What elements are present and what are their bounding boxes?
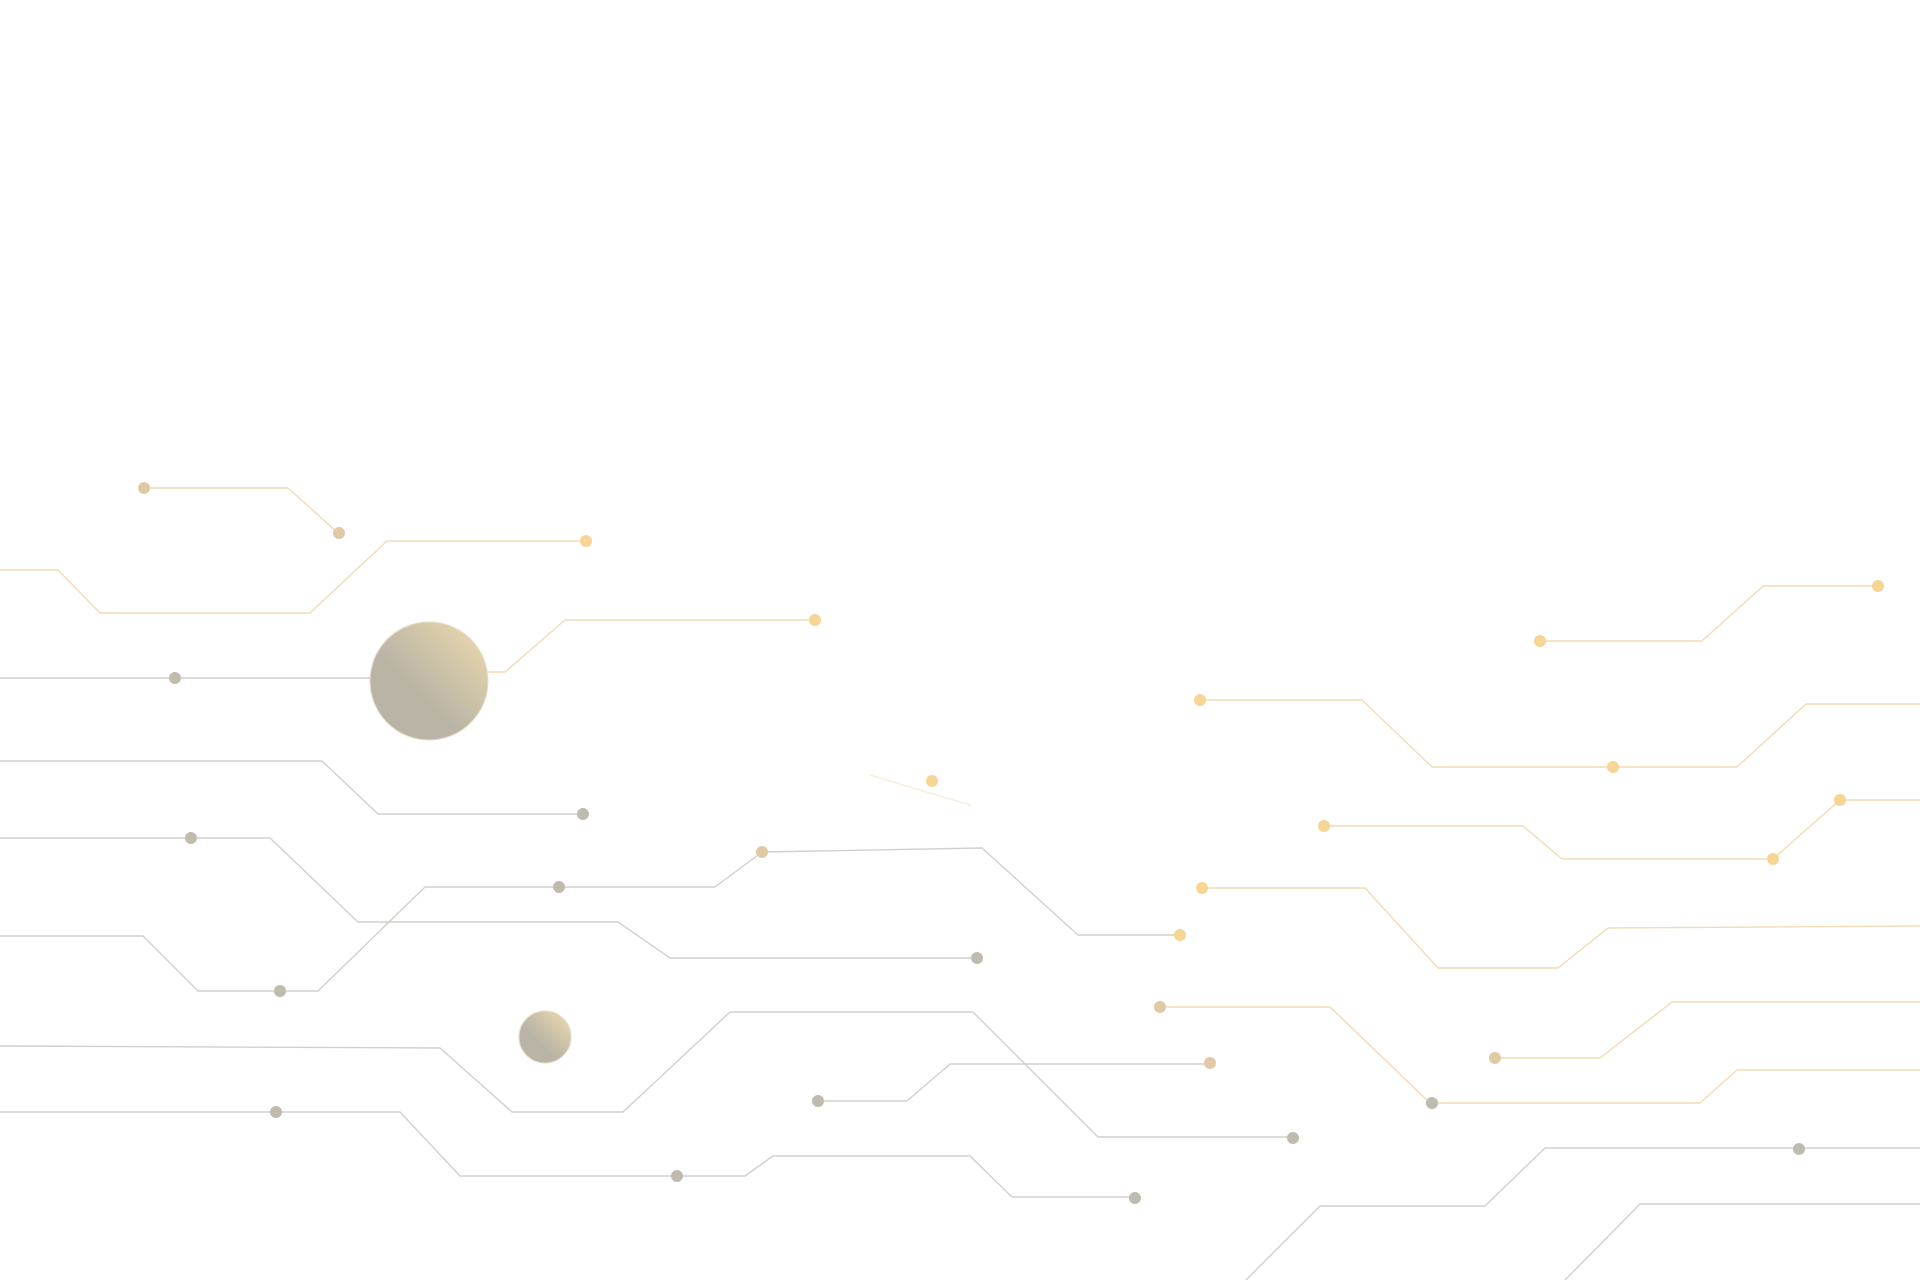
trace-endpoint-dot: [333, 527, 345, 539]
circuit-trace: [869, 774, 971, 806]
trace-endpoint-dot: [1426, 1097, 1438, 1109]
small-circuit-node: [518, 1010, 572, 1064]
circuit-trace: [1159, 1006, 1920, 1104]
trace-endpoint-dot: [1287, 1132, 1299, 1144]
circuit-trace: [0, 760, 584, 815]
trace-endpoint-dot: [1318, 820, 1330, 832]
circuit-trace: [1494, 1001, 1920, 1059]
circuit-trace: [487, 619, 816, 673]
trace-endpoint-dot: [1489, 1052, 1501, 1064]
trace-endpoint-dot: [1872, 580, 1884, 592]
circuit-trace: [0, 540, 587, 614]
trace-endpoint-dot: [270, 1106, 282, 1118]
trace-endpoint-dot: [1204, 1057, 1216, 1069]
trace-endpoint-dot: [971, 952, 983, 964]
trace-endpoint-dot: [553, 881, 565, 893]
trace-endpoint-dot: [138, 482, 150, 494]
trace-endpoint-dot: [185, 832, 197, 844]
trace-endpoint-dot: [580, 535, 592, 547]
circuit-trace: [0, 1111, 1136, 1198]
trace-endpoint-dot: [812, 1095, 824, 1107]
trace-endpoint-dot: [1174, 929, 1186, 941]
circuit-trace: [1539, 585, 1879, 642]
circuit-trace: [1323, 799, 1920, 860]
trace-endpoint-dot: [1607, 761, 1619, 773]
trace-endpoint-dot: [1194, 694, 1206, 706]
trace-endpoint-dot: [1767, 853, 1779, 865]
trace-endpoint-dot: [671, 1170, 683, 1182]
trace-endpoint-dot: [1534, 635, 1546, 647]
circuit-trace: [1199, 699, 1920, 768]
trace-endpoint-dot: [1196, 882, 1208, 894]
trace-endpoint-dot: [756, 846, 768, 858]
circuit-trace: [1245, 1147, 1920, 1280]
circuit-trace: [1201, 887, 1920, 969]
trace-endpoint-dot: [274, 985, 286, 997]
trace-endpoint-dot: [1834, 794, 1846, 806]
circuit-trace: [0, 847, 1181, 992]
trace-endpoint-dot: [926, 775, 938, 787]
trace-endpoint-dot: [169, 672, 181, 684]
trace-endpoint-dot: [1129, 1192, 1141, 1204]
trace-endpoint-dot: [1154, 1001, 1166, 1013]
trace-endpoint-dot: [1793, 1143, 1805, 1155]
circuit-trace: [1564, 1203, 1920, 1280]
circuit-trace: [0, 837, 978, 959]
trace-endpoint-dot: [809, 614, 821, 626]
large-circuit-node: [369, 621, 489, 741]
trace-endpoint-dot: [577, 808, 589, 820]
circuit-trace: [143, 487, 339, 534]
circuit-trace: [0, 1011, 1294, 1138]
circuit-trace: [817, 1063, 1211, 1102]
